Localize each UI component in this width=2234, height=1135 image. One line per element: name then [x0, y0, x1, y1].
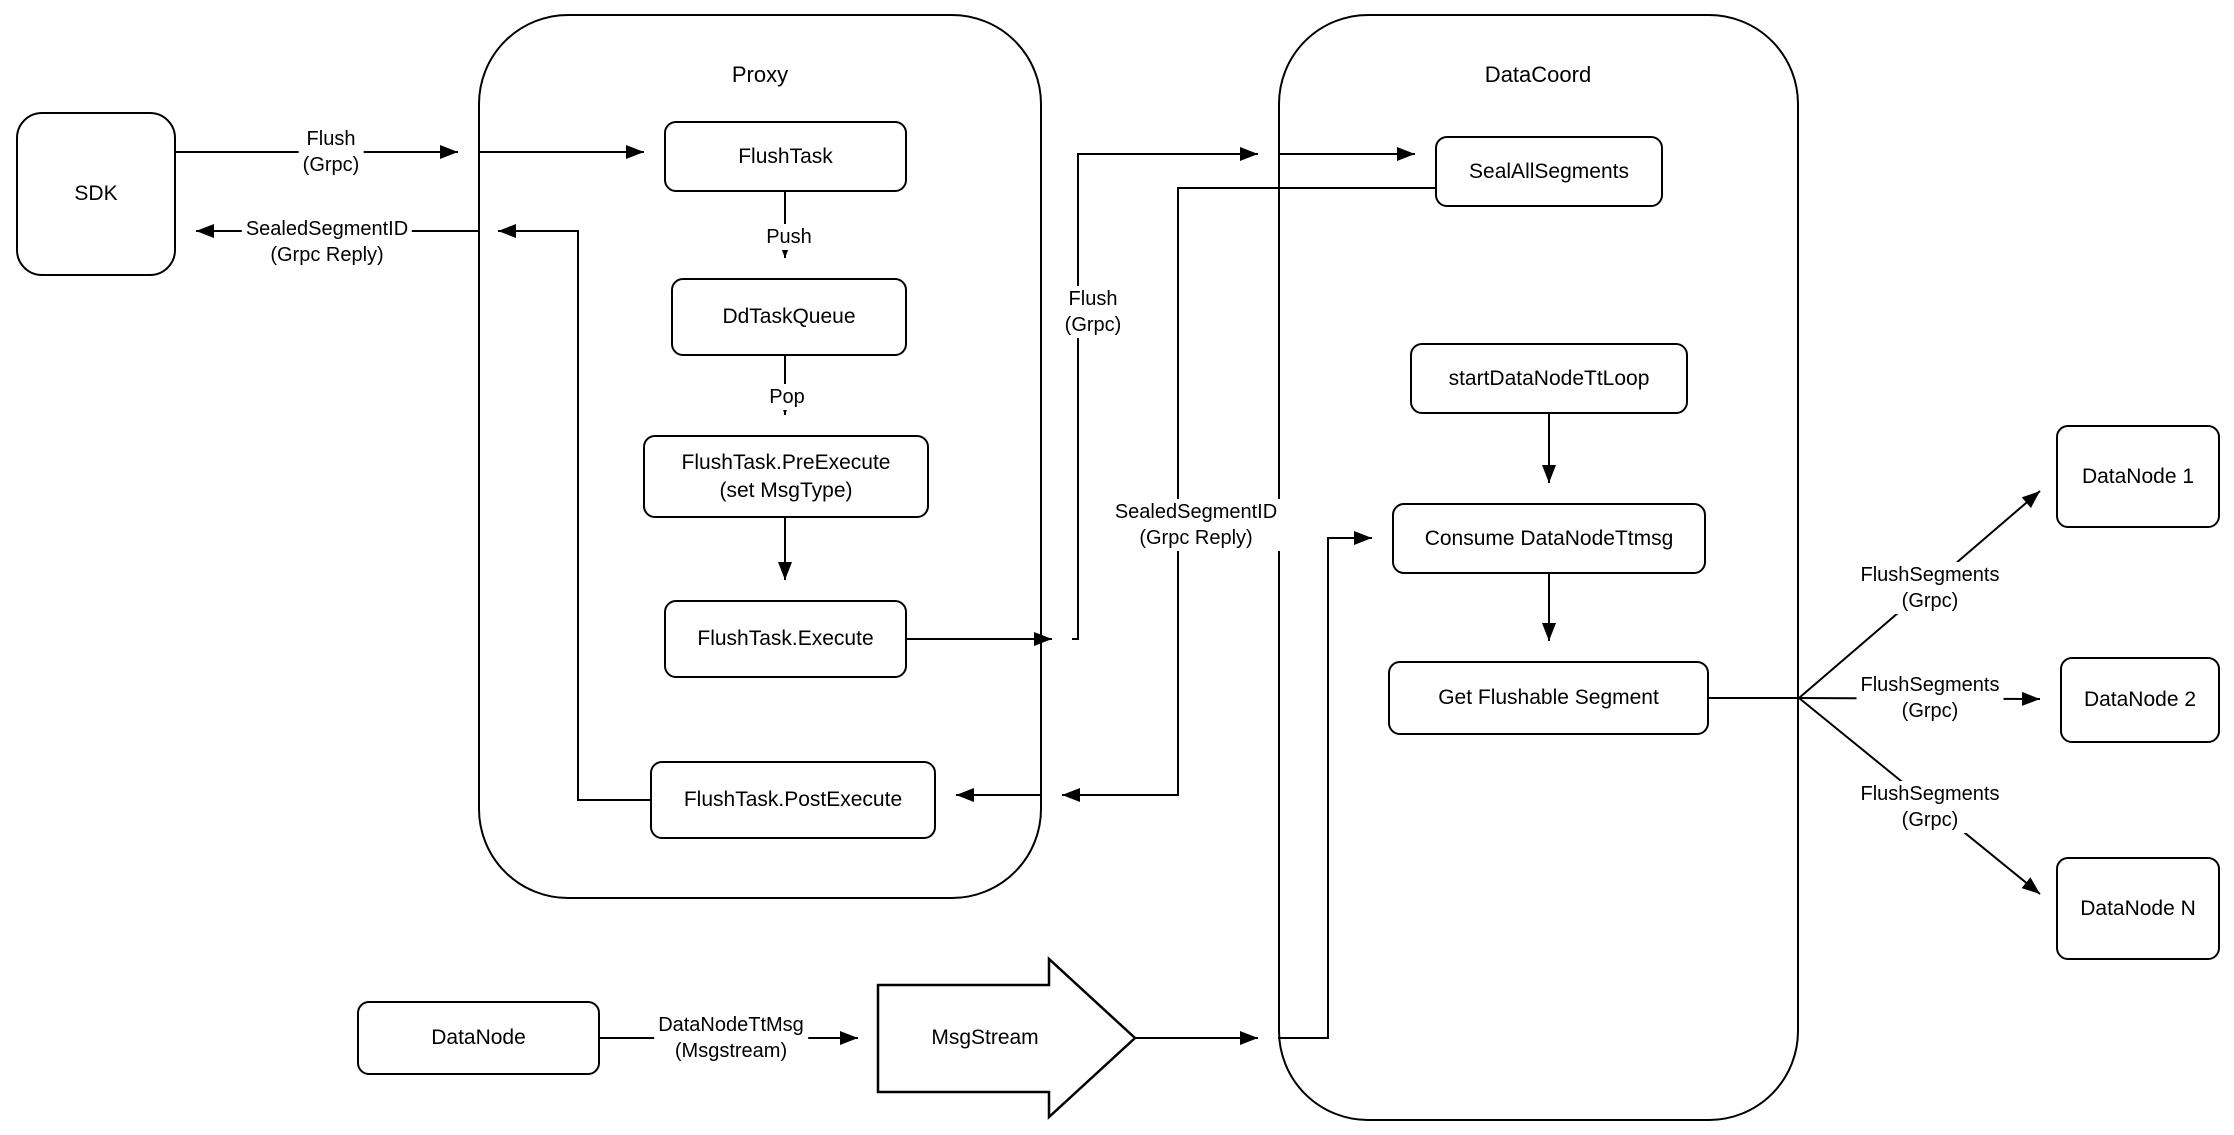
node-flushtask-preexecute: FlushTask.PreExecute (set MsgType): [643, 435, 929, 518]
node-flushtask: FlushTask: [664, 121, 907, 192]
edge-execute-to-datacoord: [1072, 147, 1258, 640]
node-flushtask-postexecute: FlushTask.PostExecute: [650, 761, 936, 839]
edge-label-push: Push: [762, 224, 816, 250]
edge-label-sealedsegmentid-right: SealedSegmentID (Grpc Reply): [1110, 499, 1282, 551]
edge-postexecute-to-proxy-border: [498, 224, 650, 801]
datacoord-container: [1278, 14, 1799, 1121]
msgstream-shape: [876, 956, 1137, 1120]
node-sdk: SDK: [16, 112, 176, 276]
node-datanode-n: DataNode N: [2056, 857, 2220, 960]
edge-datacoord-to-consume: [1278, 531, 1372, 1039]
edge-label-flush-grpc-right: Flush (Grpc): [1060, 286, 1126, 338]
edge-label-flush-grpc-left: Flush (Grpc): [298, 126, 364, 178]
proxy-container: [478, 14, 1042, 899]
node-datanode-2: DataNode 2: [2060, 657, 2220, 743]
datacoord-container-title: DataCoord: [1484, 62, 1592, 87]
msgstream-label: MsgStream: [931, 1026, 1039, 1049]
proxy-container-title: Proxy: [731, 62, 789, 87]
node-consume-datanodettmsg: Consume DataNodeTtmsg: [1392, 503, 1706, 574]
edge-label-flushsegments-3: FlushSegments (Grpc): [1856, 781, 2004, 833]
node-datanode: DataNode: [357, 1001, 600, 1075]
node-startdatanodettloop: startDataNodeTtLoop: [1410, 343, 1688, 414]
edge-label-flushsegments-1: FlushSegments (Grpc): [1856, 562, 2004, 614]
edge-label-pop: Pop: [765, 384, 809, 410]
node-datanode-1: DataNode 1: [2056, 425, 2220, 528]
edge-label-sealedsegmentid-left: SealedSegmentID (Grpc Reply): [241, 216, 413, 268]
edge-label-datanodettmsg: DataNodeTtMsg (Msgstream): [654, 1012, 808, 1064]
node-flushtask-execute: FlushTask.Execute: [664, 600, 907, 678]
node-ddtaskqueue: DdTaskQueue: [671, 278, 907, 356]
edge-label-flushsegments-2: FlushSegments (Grpc): [1856, 672, 2004, 724]
node-sealallsegments: SealAllSegments: [1435, 136, 1663, 207]
edge-sealallsegments-reply: [1062, 187, 1435, 802]
node-get-flushable-segment: Get Flushable Segment: [1388, 661, 1709, 735]
